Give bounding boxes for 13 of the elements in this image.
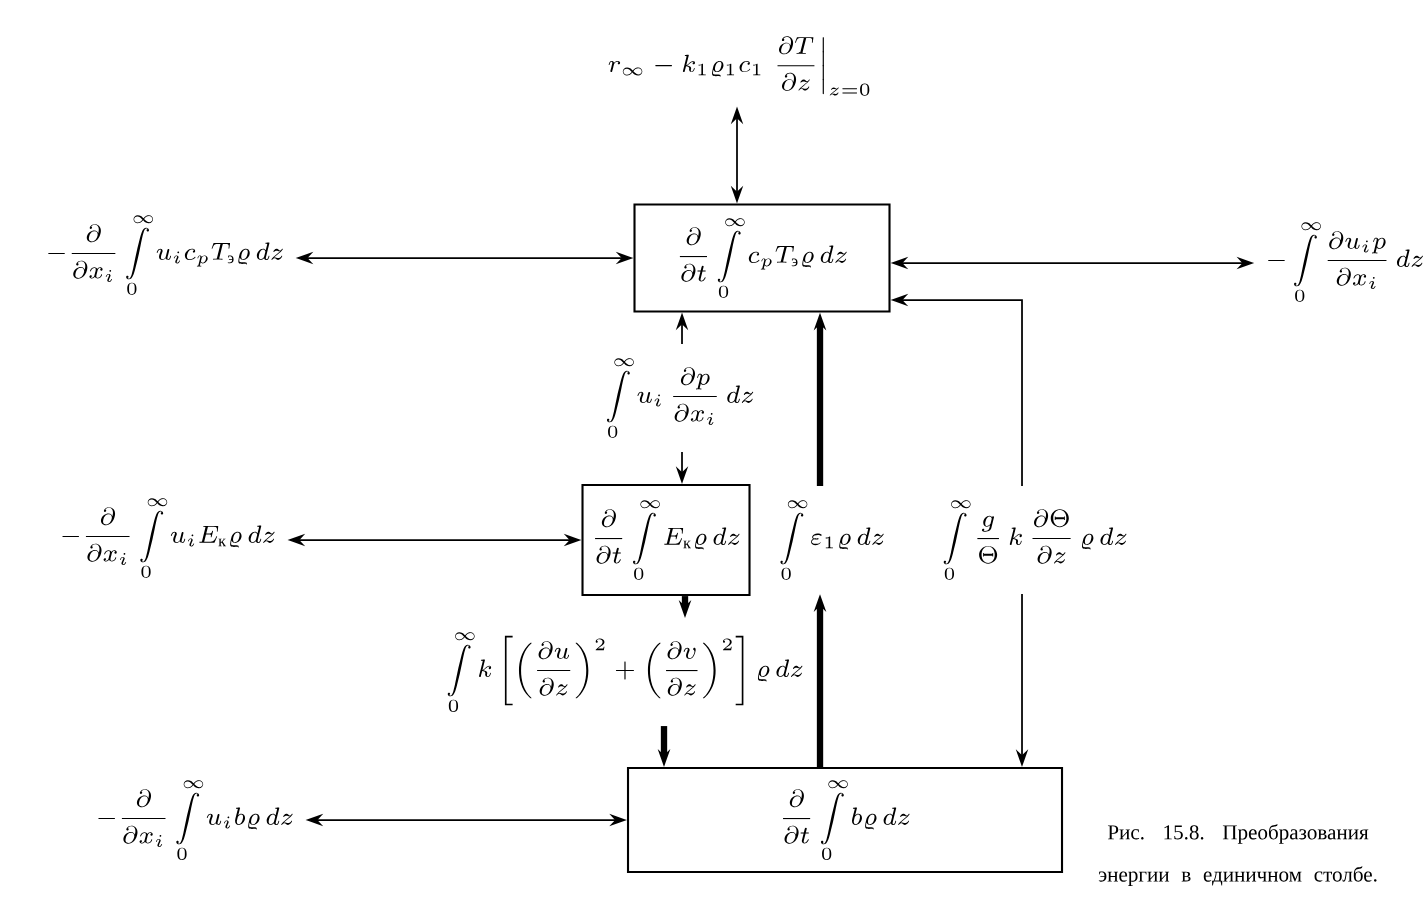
formula-term: $\int\limits_0^\infty \varepsilon_1\varrho\,dz$: [780, 500, 884, 580]
formula-term: $-\frac{\partial}{\partial x_i}\int\limits_0^\infty u_i c_p T_{\text{э}}\varrho\,dz$: [48, 215, 283, 295]
formula-term: $\int\limits_0^\infty u_i\,\frac{\partial p}{\partial x_i}\,dz$: [606, 358, 754, 438]
formula-term: $-\frac{\partial}{\partial x_i}\int\limits_0^\infty u_i b\varrho\,dz$: [98, 780, 293, 860]
formula-term: $-\int\limits_0^\infty \frac{\partial u_i p}{\partial x_i}\,dz$: [1268, 222, 1423, 302]
formula-term: $-\frac{\partial}{\partial x_i}\int\limits_0^\infty u_i E_{\text{к}}\varrho\,dz$: [62, 498, 275, 578]
formula-term: $\int\limits_0^\infty \frac{g}{\Theta}\,k\,\frac{\partial\Theta}{\partial z}\,\varrho\,dz$: [943, 500, 1127, 580]
energy-box: $\frac{\partial}{\partial t}\int\limits_0^\infty c_p T_{\text{э}}\varrho\,dz$: [633, 203, 891, 313]
formula-term: $r_\infty - k_1\varrho_1 c_1 \left.\frac{\partial T}{\partial z}\right|_{z=0}$: [608, 36, 870, 96]
energy-box: $\frac{\partial}{\partial t}\int\limits_0^\infty b\varrho\,dz$: [626, 766, 1064, 874]
energy-box: $\frac{\partial}{\partial t}\int\limits_0^\infty E_{\text{к}}\varrho\,dz$: [581, 483, 751, 597]
figure-caption: Рис. 15.8. Преобразования энергии в единичном столбе.: [1098, 824, 1377, 886]
formula-term: $\int\limits_0^\infty k\left[\left(\frac{\partial u}{\partial z}\right)^2+\left(\frac{\partial v}{\partial z}\right)^2\right]\varrho\,dz$: [447, 632, 803, 712]
